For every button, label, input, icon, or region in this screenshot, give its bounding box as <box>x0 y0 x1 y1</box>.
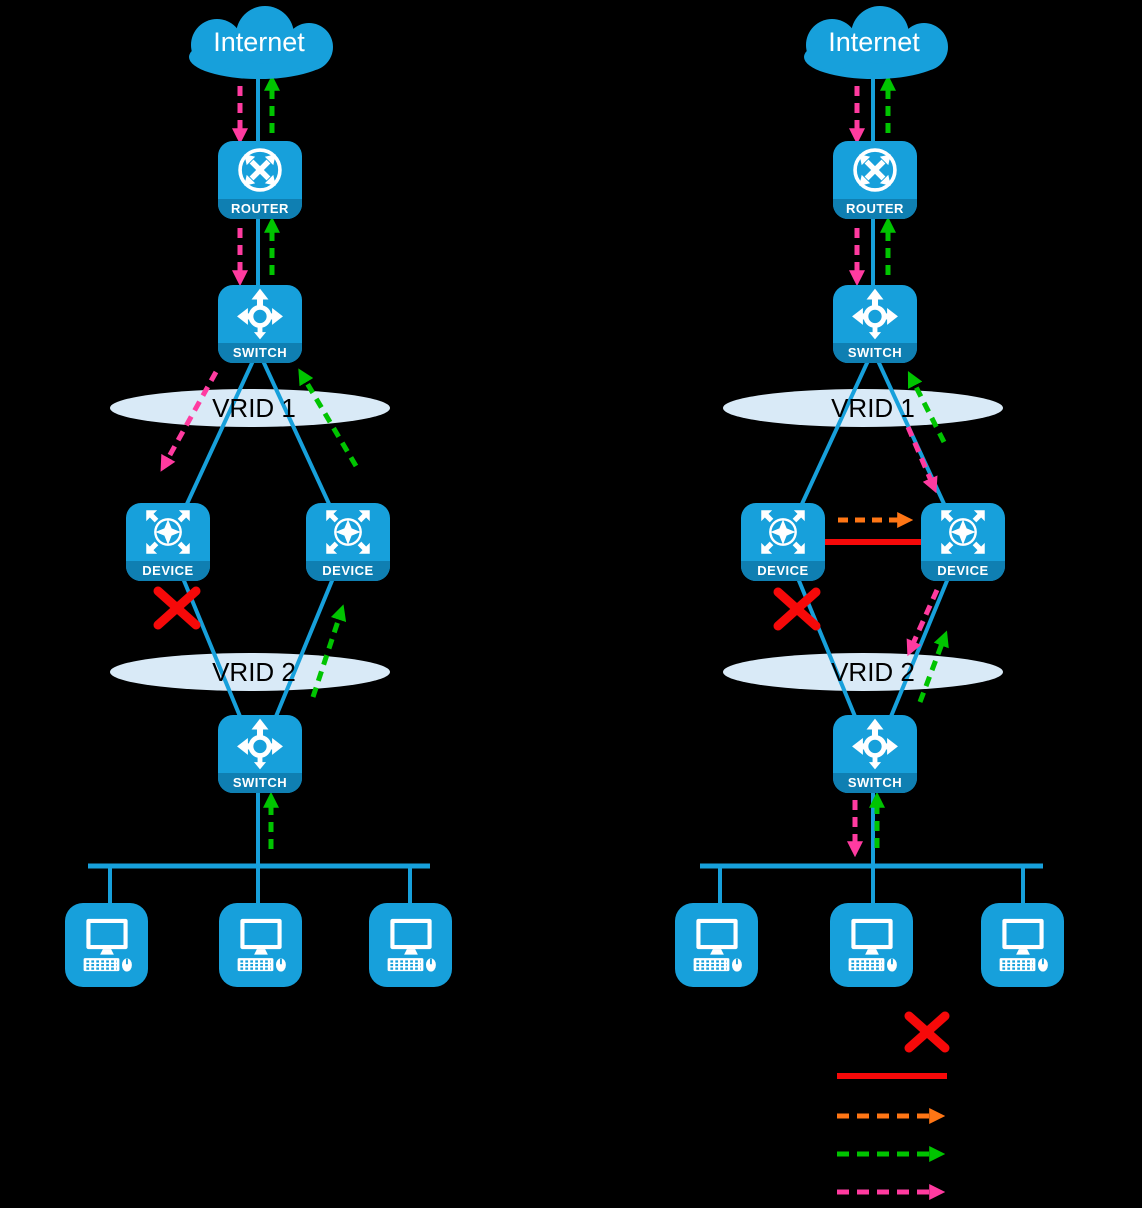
red-x-failed-link <box>773 587 821 631</box>
green-dashed-arrow <box>298 368 359 468</box>
pc-icon <box>236 917 287 973</box>
core-switch-node: SWITCH <box>833 285 917 363</box>
green-dashed-arrow <box>310 604 347 698</box>
device-node-backup: DEVICE <box>921 503 1005 581</box>
pink-dashed-arrow <box>906 588 940 657</box>
router-label: ROUTER <box>833 199 917 219</box>
vrid2-ellipse-right <box>723 653 1003 691</box>
router-icon <box>218 141 302 199</box>
green-dashed-arrow <box>917 630 949 703</box>
internet-cloud: Internet <box>788 5 960 83</box>
device-icon <box>761 510 805 554</box>
vrid2-label: VRID 2 <box>212 657 296 687</box>
switch-icon <box>833 285 917 343</box>
device-label: DEVICE <box>306 561 390 581</box>
host-pc <box>981 903 1064 987</box>
internet-cloud: Internet <box>173 5 345 83</box>
cloud-label: Internet <box>213 27 305 57</box>
cloud-label: Internet <box>828 27 920 57</box>
red-x-failed-link <box>153 586 201 630</box>
green-dashed-arrow <box>907 371 947 444</box>
switch-label: SWITCH <box>833 343 917 363</box>
device-label: DEVICE <box>126 561 210 581</box>
pc-icon <box>82 917 133 973</box>
legend-symbols <box>837 1011 950 1201</box>
access-switch-node: SWITCH <box>833 715 917 793</box>
switch-icon <box>218 715 302 773</box>
right-topology-arrows <box>825 74 949 858</box>
core-switch-node: SWITCH <box>218 285 302 363</box>
device-icon <box>326 510 370 554</box>
device-node-backup: DEVICE <box>306 503 390 581</box>
vrid1-label: VRID 1 <box>831 393 915 423</box>
switch-label: SWITCH <box>218 343 302 363</box>
device-label: DEVICE <box>741 561 825 581</box>
router-node: ROUTER <box>833 141 917 219</box>
pc-icon <box>847 917 898 973</box>
host-pc <box>219 903 302 987</box>
switch-label: SWITCH <box>218 773 302 793</box>
vrid1-ellipse-left <box>110 389 390 427</box>
vrid2-label: VRID 2 <box>831 657 915 687</box>
pc-icon <box>386 917 437 973</box>
switch-icon <box>833 715 917 773</box>
host-pc <box>675 903 758 987</box>
host-pc <box>65 903 148 987</box>
device-label: DEVICE <box>921 561 1005 581</box>
device-icon <box>146 510 190 554</box>
red-x-icon <box>904 1011 950 1053</box>
device-node-master: DEVICE <box>126 503 210 581</box>
switch-icon <box>218 285 302 343</box>
host-pc <box>369 903 452 987</box>
device-icon <box>941 510 985 554</box>
host-pc <box>830 903 913 987</box>
router-label: ROUTER <box>218 199 302 219</box>
left-topology-arrows <box>160 74 359 849</box>
vrid1-ellipse-right <box>723 389 1003 427</box>
router-icon <box>833 141 917 199</box>
pc-icon <box>998 917 1049 973</box>
router-node: ROUTER <box>218 141 302 219</box>
access-switch-node: SWITCH <box>218 715 302 793</box>
switch-label: SWITCH <box>833 773 917 793</box>
vrid1-label: VRID 1 <box>212 393 296 423</box>
pc-icon <box>692 917 743 973</box>
vrid2-ellipse-left <box>110 653 390 691</box>
device-node-master: DEVICE <box>741 503 825 581</box>
pink-dashed-arrow <box>160 370 219 472</box>
